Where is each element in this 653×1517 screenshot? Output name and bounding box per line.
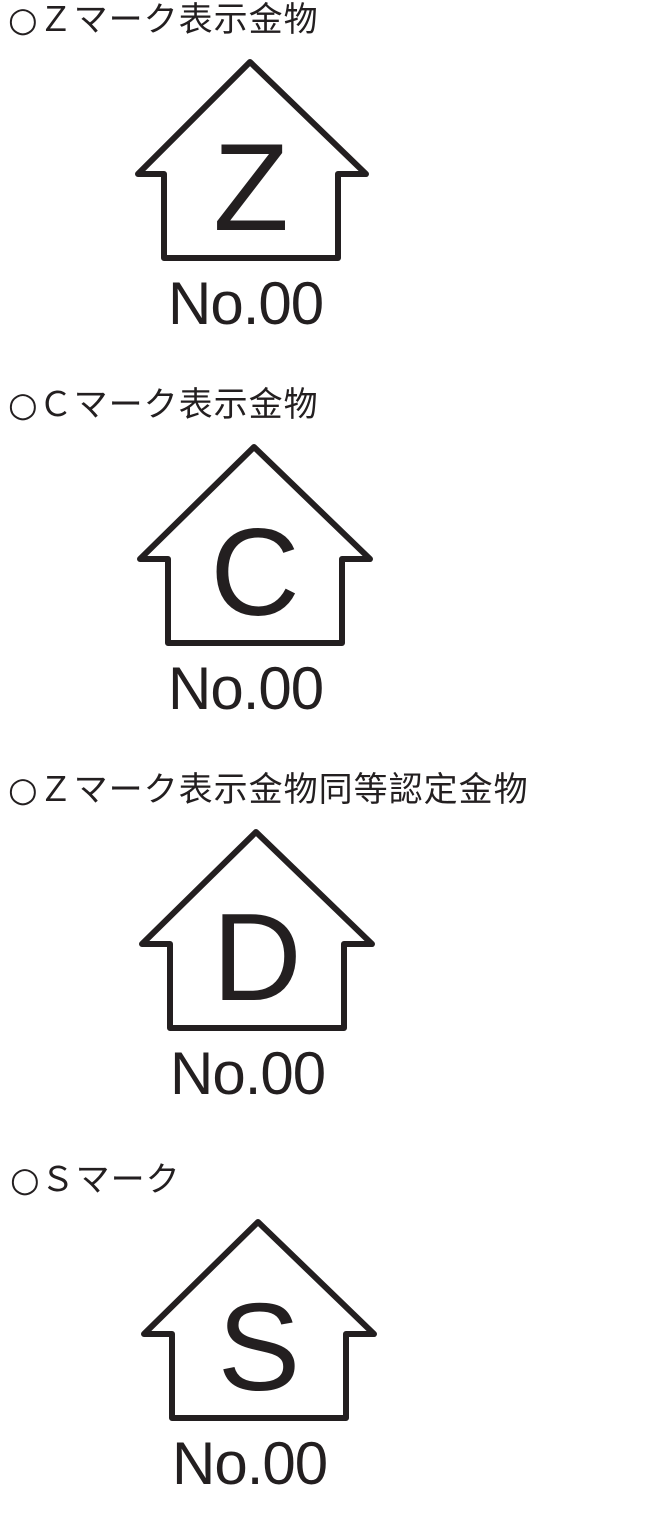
d-mark-heading: ○Ｚマーク表示金物同等認定金物	[8, 770, 529, 810]
s-mark-letter: S	[218, 1279, 301, 1417]
z-mark-letter: Z	[213, 119, 289, 257]
house-outline-icon: C	[137, 444, 373, 646]
house-outline-icon: D	[139, 829, 375, 1031]
c-mark-letter: C	[210, 504, 300, 642]
c-mark-number: No.00	[168, 655, 324, 722]
d-mark-letter: D	[212, 889, 302, 1027]
house-outline-icon: S	[141, 1219, 377, 1421]
s-mark-house-icon: S	[134, 1212, 384, 1432]
z-mark-heading: ○Ｚマーク表示金物	[8, 0, 319, 40]
s-mark-heading: ○Ｓマーク	[10, 1160, 181, 1200]
z-mark-number: No.00	[168, 270, 324, 337]
c-mark-heading: ○Ｃマーク表示金物	[8, 385, 319, 425]
z-mark-house-icon: Z	[128, 52, 378, 272]
d-mark-number: No.00	[170, 1040, 326, 1107]
house-outline-icon: Z	[135, 59, 369, 261]
c-mark-house-icon: C	[130, 437, 380, 657]
s-mark-number: No.00	[172, 1430, 328, 1497]
d-mark-house-icon: D	[132, 822, 382, 1042]
